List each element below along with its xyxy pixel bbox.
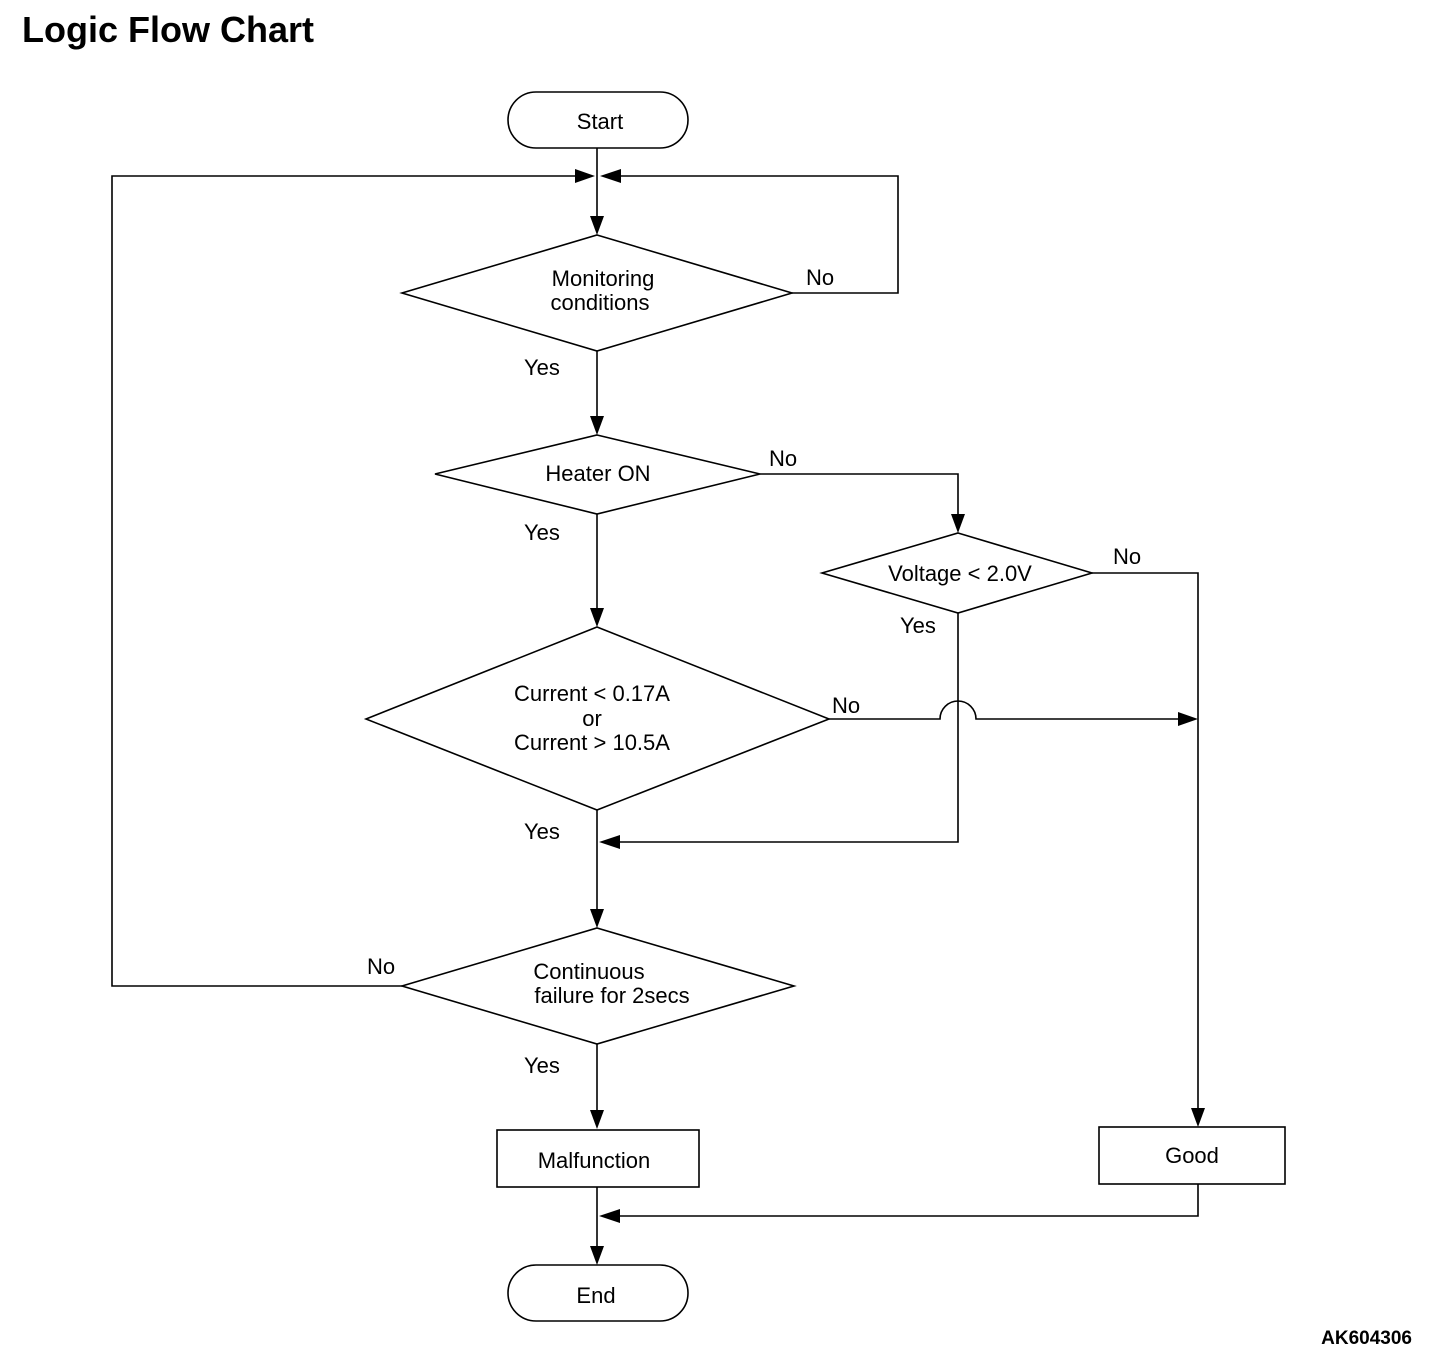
arrowhead-into-good bbox=[1191, 1108, 1205, 1127]
connectors bbox=[111, 148, 1199, 1248]
connector-continuous-no-loop bbox=[111, 175, 576, 987]
voltage-no-label: No bbox=[1113, 544, 1141, 569]
continuous-no-label: No bbox=[367, 954, 395, 979]
heater-label: Heater ON bbox=[545, 461, 650, 486]
arrowhead-voltage-yes-left bbox=[599, 835, 620, 849]
arrowhead-current-no-right bbox=[1178, 712, 1198, 726]
branch-labels: No Yes No Yes No Yes No Yes No Yes bbox=[367, 265, 1141, 1078]
arrowhead-into-voltage bbox=[951, 514, 965, 533]
voltage-label: Voltage < 2.0V bbox=[888, 561, 1032, 586]
decision-voltage: Voltage < 2.0V bbox=[819, 532, 1095, 614]
malfunction-box: Malfunction bbox=[496, 1129, 700, 1188]
good-box: Good bbox=[1098, 1126, 1286, 1185]
heater-no-label: No bbox=[769, 446, 797, 471]
decision-continuous-failure: Continuous failure for 2secs bbox=[399, 927, 797, 1045]
arrowhead-into-malfunction bbox=[590, 1110, 604, 1129]
current-label-line1: Current < 0.17A bbox=[514, 681, 670, 706]
arrowhead-into-monitoring bbox=[590, 216, 604, 235]
connector-current-no-to-good bbox=[829, 700, 1180, 720]
arrowhead-into-continuous bbox=[590, 909, 604, 928]
end-node: End bbox=[507, 1264, 689, 1322]
arrowhead-good-to-end-left bbox=[599, 1209, 620, 1223]
arrowhead-into-current bbox=[590, 608, 604, 627]
monitoring-label-line1: Monitoring bbox=[552, 266, 655, 291]
connector-voltage-yes-to-continuous bbox=[620, 613, 959, 843]
malfunction-label: Malfunction bbox=[538, 1148, 651, 1173]
page-title: Logic Flow Chart bbox=[22, 9, 314, 50]
arrowheads bbox=[575, 169, 1205, 1265]
voltage-yes-label: Yes bbox=[900, 613, 936, 638]
current-no-label: No bbox=[832, 693, 860, 718]
continuous-label-line1: Continuous bbox=[533, 959, 644, 984]
continuous-yes-label: Yes bbox=[524, 1053, 560, 1078]
start-label: Start bbox=[577, 109, 623, 134]
decision-current: Current < 0.17A or Current > 10.5A bbox=[363, 626, 832, 811]
decision-heater-on: Heater ON bbox=[434, 434, 761, 515]
current-label-line3: Current > 10.5A bbox=[514, 730, 670, 755]
good-label: Good bbox=[1165, 1143, 1219, 1168]
decision-monitoring-conditions: Monitoring conditions bbox=[399, 234, 795, 352]
connector-heater-no-to-voltage bbox=[760, 473, 959, 516]
monitoring-yes-label: Yes bbox=[524, 355, 560, 380]
monitoring-label-line2: conditions bbox=[550, 290, 649, 315]
figure-code: AK604306 bbox=[1321, 1328, 1412, 1349]
arrowhead-monitoring-no-return bbox=[600, 169, 621, 183]
arrowhead-continuous-no-return bbox=[575, 169, 595, 183]
arrowhead-into-heater bbox=[590, 416, 604, 435]
current-yes-label: Yes bbox=[524, 819, 560, 844]
current-label-line2: or bbox=[582, 706, 602, 731]
arrowhead-into-end bbox=[590, 1246, 604, 1265]
start-node: Start bbox=[507, 91, 689, 149]
heater-yes-label: Yes bbox=[524, 520, 560, 545]
connector-good-to-end bbox=[620, 1184, 1199, 1217]
connector-monitoring-no-loop bbox=[620, 175, 899, 294]
connector-voltage-no-to-good bbox=[1092, 572, 1199, 1110]
end-label: End bbox=[576, 1283, 615, 1308]
monitoring-no-label: No bbox=[806, 265, 834, 290]
continuous-label-line2: failure for 2secs bbox=[534, 983, 689, 1008]
